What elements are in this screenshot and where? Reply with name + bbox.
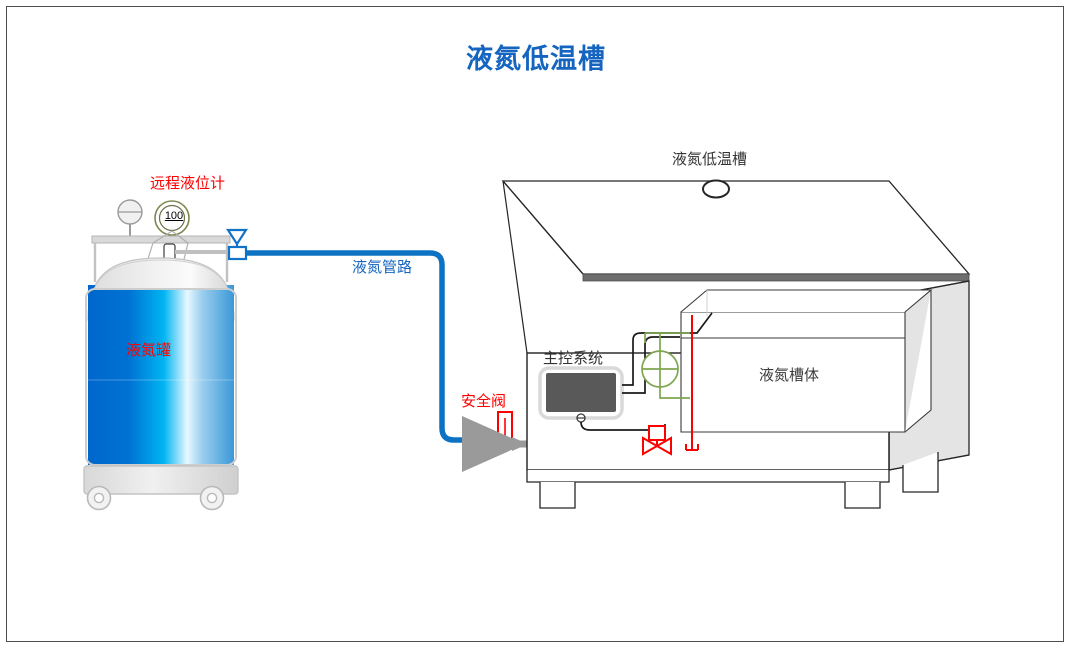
ln2-tank-group xyxy=(83,199,239,511)
label-main-control-system: 主控系统 xyxy=(543,350,604,367)
label-remote-level-gauge: 远程液位计 xyxy=(150,175,226,192)
main-control-panel xyxy=(538,366,624,423)
level-gauge-value: 100 xyxy=(164,210,184,222)
red-internal-pipe xyxy=(685,315,699,451)
lid-opening-ellipse xyxy=(702,179,730,199)
tank-dial-gauge xyxy=(117,199,143,238)
control-wiring xyxy=(580,312,713,431)
tank-outlet-valve-icon xyxy=(225,228,249,261)
remote-level-gauge-icon xyxy=(154,200,190,236)
label-nitrogen-pipeline: 液氮管路 xyxy=(352,259,413,276)
inner-bath-box xyxy=(680,289,933,433)
label-nitrogen-tank: 液氮罐 xyxy=(126,342,172,359)
label-cryogenic-bath: 液氮低温槽 xyxy=(672,151,748,168)
safety-valve-icon xyxy=(497,411,513,447)
page-title: 液氮低温槽 xyxy=(466,44,606,74)
red-control-valve-icon xyxy=(642,425,672,456)
label-safety-valve: 安全阀 xyxy=(461,393,507,410)
green-sensor-pump xyxy=(641,332,690,399)
tank-caster-wheels xyxy=(86,485,225,511)
label-nitrogen-bath-body: 液氮槽体 xyxy=(759,367,820,384)
ln2-pipeline xyxy=(246,250,508,443)
